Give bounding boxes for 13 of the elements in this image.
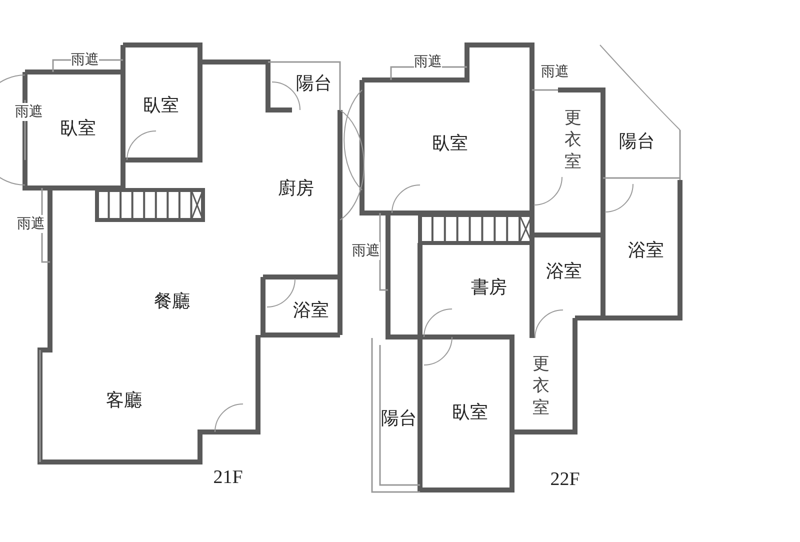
- room-label: 雨遮: [352, 242, 380, 260]
- room-label: 雨遮: [414, 53, 442, 71]
- room-label: 臥室: [143, 93, 179, 117]
- room-label: 陽台: [381, 406, 417, 430]
- room-label: 雨遮: [541, 63, 569, 81]
- room-label: 雨遮: [15, 103, 43, 121]
- room-label: 臥室: [60, 116, 96, 140]
- room-label: 雨遮: [71, 51, 99, 69]
- room-label: 臥室: [452, 400, 488, 424]
- room-label: 陽台: [619, 129, 655, 153]
- room-label: 雨遮: [17, 215, 45, 233]
- room-label: 陽台: [296, 71, 332, 95]
- room-label: 臥室: [432, 131, 468, 155]
